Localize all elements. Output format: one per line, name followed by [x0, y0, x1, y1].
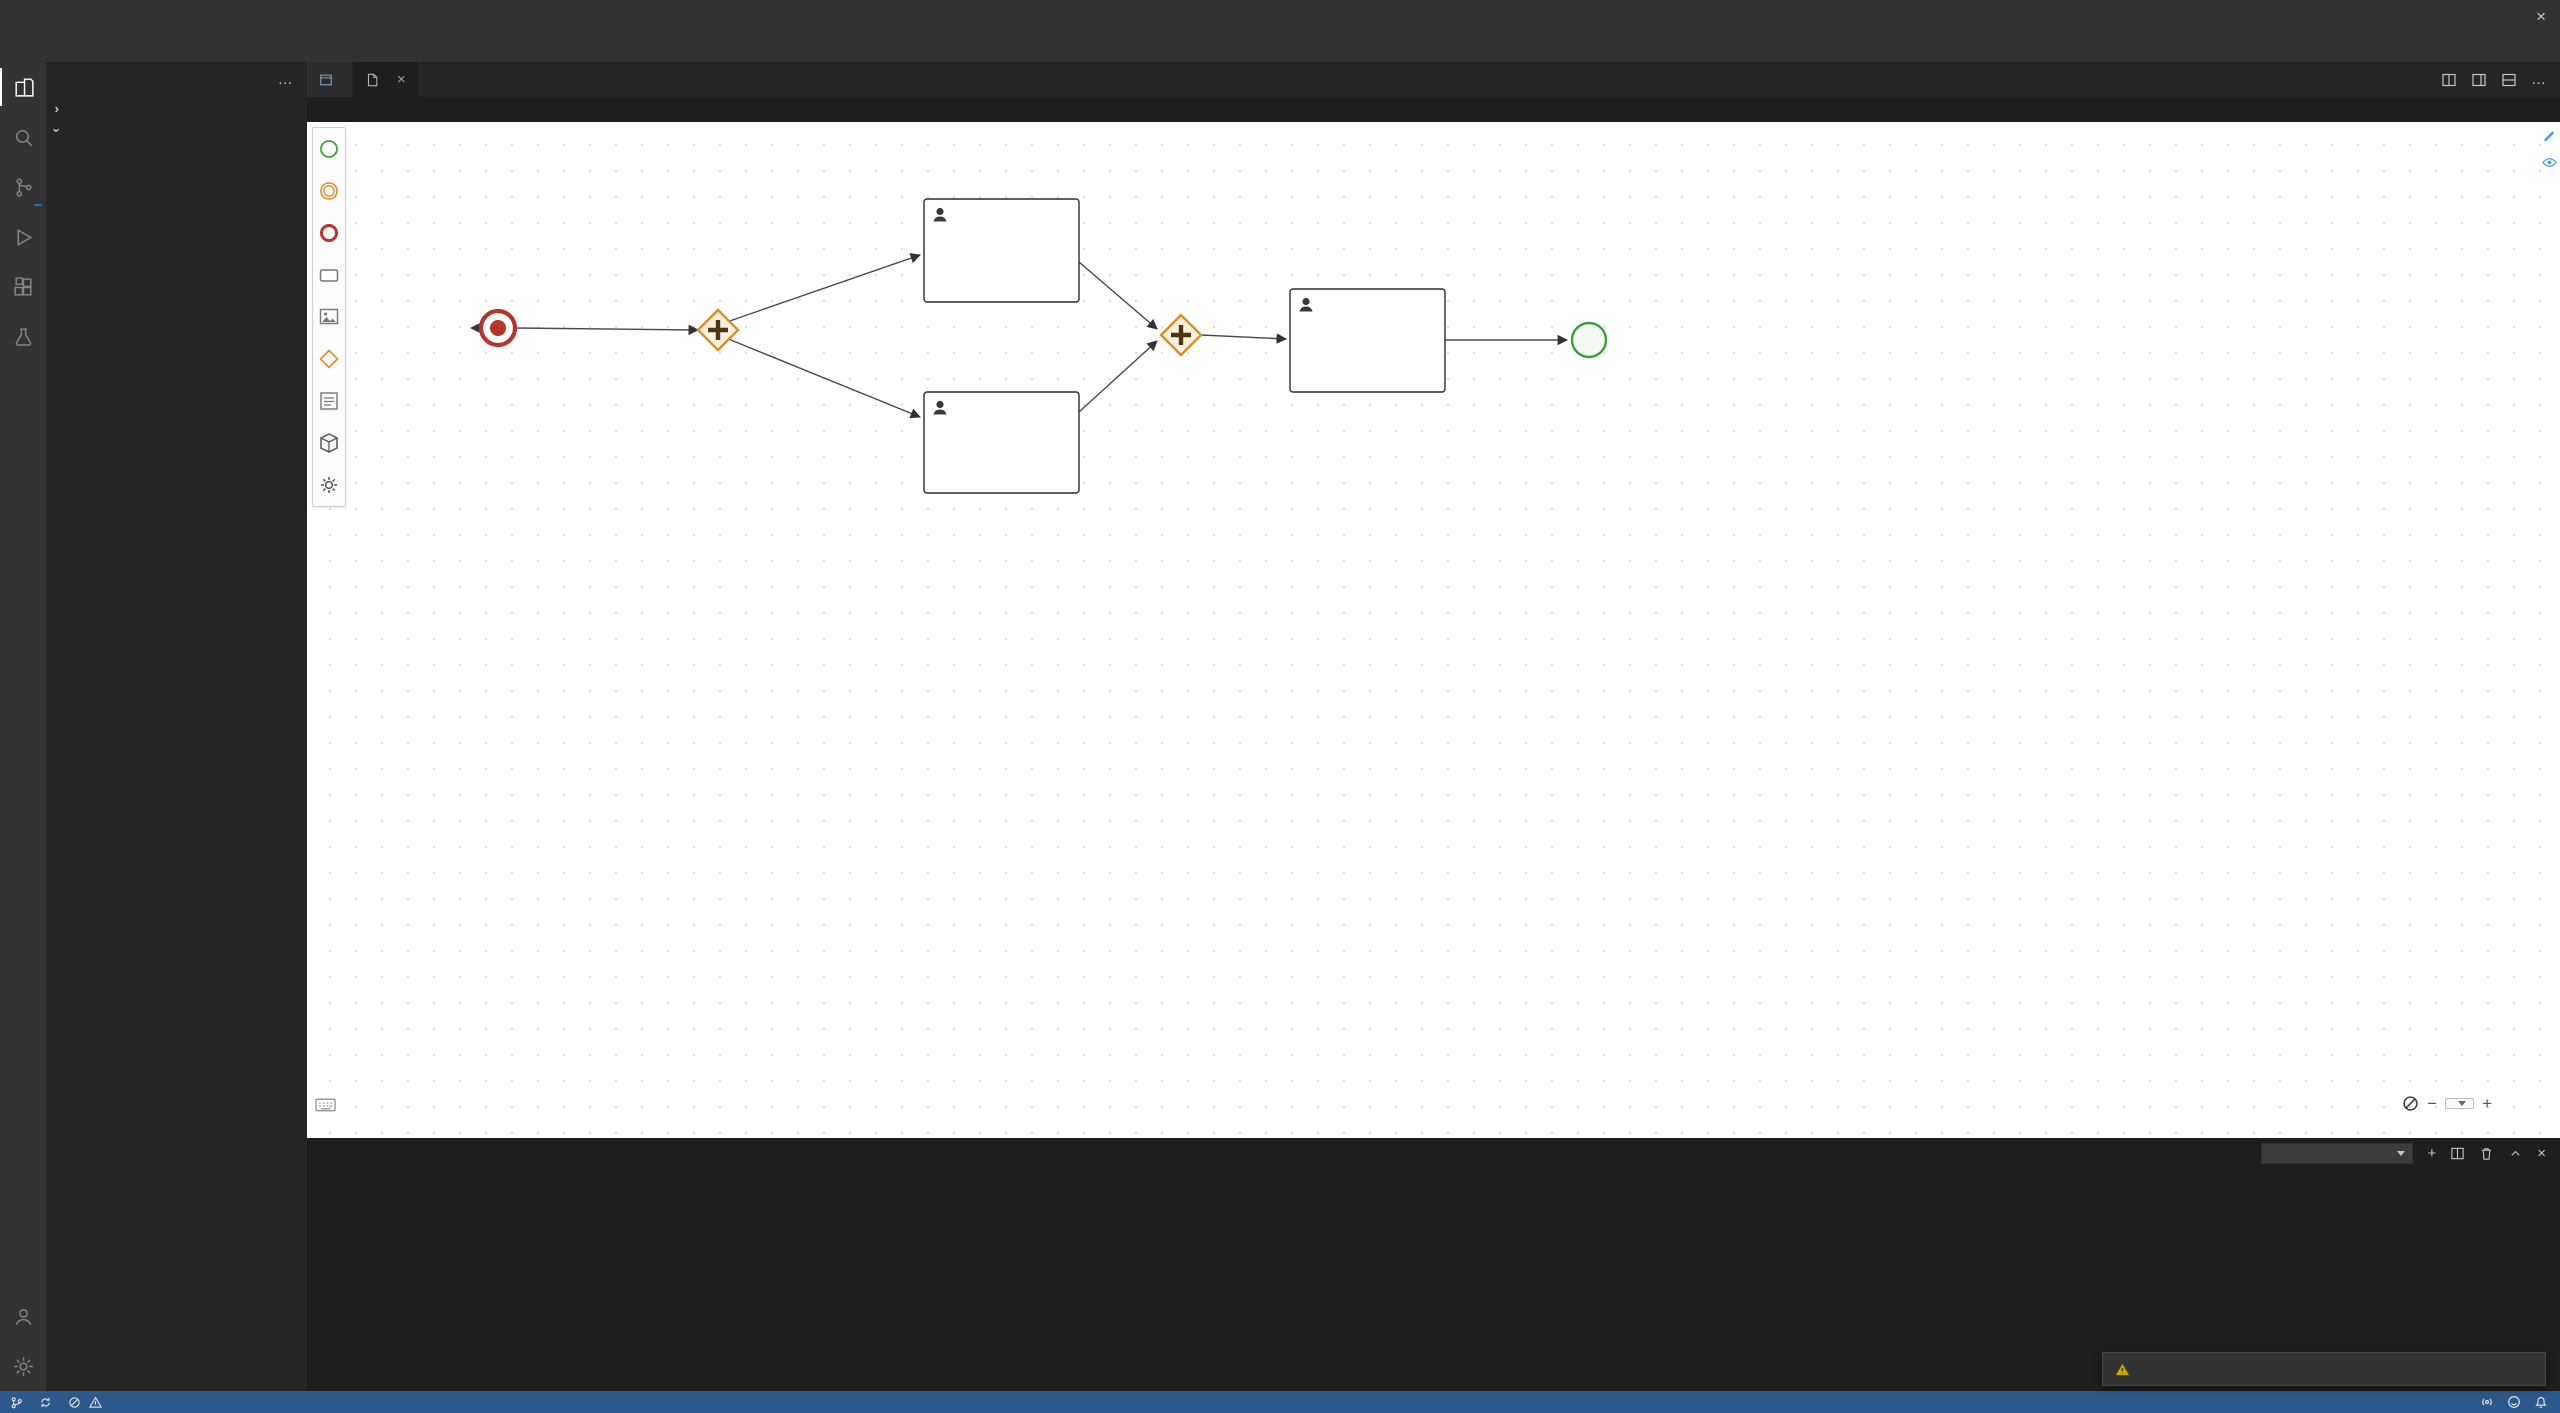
- flow-gateway1-to-pm[interactable]: [720, 335, 921, 419]
- start-event[interactable]: [478, 308, 518, 348]
- caret-down-icon: [2397, 1151, 2406, 1156]
- zoom-controls: − +: [2402, 1095, 2492, 1112]
- sync-icon: [41, 1397, 50, 1407]
- task-self-evaluation[interactable]: [1289, 288, 1446, 393]
- more-actions-icon[interactable]: …: [2531, 71, 2546, 88]
- accounts-icon[interactable]: [0, 1291, 46, 1341]
- image-tool[interactable]: [313, 296, 345, 338]
- gear-tool[interactable]: [313, 464, 345, 506]
- canvas-edge-actions: [2542, 128, 2557, 170]
- broadcast-icon[interactable]: [2480, 1395, 2494, 1409]
- intermediate-event-tool[interactable]: [313, 170, 345, 212]
- gateway-tool[interactable]: [313, 338, 345, 380]
- problems-status[interactable]: [68, 1396, 106, 1409]
- keyboard-icon[interactable]: [315, 1097, 336, 1118]
- search-icon[interactable]: [0, 112, 46, 162]
- error-circle-icon: [69, 1396, 80, 1408]
- user-task-icon: [933, 400, 947, 415]
- edit-pencil-icon[interactable]: [2542, 128, 2557, 143]
- status-bar-right: [2480, 1395, 2548, 1409]
- tab-close-icon[interactable]: ×: [397, 71, 406, 88]
- chevron-down-icon: ›: [49, 127, 65, 133]
- feedback-smiley-icon[interactable]: [2507, 1395, 2521, 1409]
- bpmn-canvas[interactable]: − +: [307, 122, 2560, 1138]
- arrowhead-at-start: [470, 323, 480, 333]
- window-close-icon[interactable]: ×: [2536, 7, 2546, 26]
- editor-group: × …: [307, 62, 2560, 1391]
- flow-hr-to-gateway2[interactable]: [1078, 261, 1158, 330]
- tab-evaluation-bpmn[interactable]: ×: [353, 62, 419, 97]
- scm-changes-badge: [34, 204, 42, 206]
- maximize-panel-icon[interactable]: [2508, 1146, 2523, 1161]
- git-sync-status[interactable]: [39, 1396, 56, 1409]
- editor-actions: …: [2441, 62, 2560, 97]
- end-event[interactable]: [1570, 321, 1608, 359]
- task-tool[interactable]: [313, 254, 345, 296]
- zoom-in-button[interactable]: +: [2482, 1094, 2492, 1113]
- workspace-header[interactable]: ›: [46, 119, 307, 141]
- open-editors-header[interactable]: ›: [46, 97, 307, 119]
- editor-tab-bar: × …: [307, 62, 2560, 97]
- menu-bar: [0, 34, 2560, 62]
- zoom-reset-icon[interactable]: [2402, 1095, 2419, 1112]
- tab-java-overview[interactable]: [307, 62, 353, 97]
- package-tool[interactable]: [313, 422, 345, 464]
- settings-gear-icon[interactable]: [0, 1341, 46, 1391]
- flow-pm-to-gateway2[interactable]: [1078, 340, 1158, 413]
- extensions-icon[interactable]: [0, 262, 46, 312]
- flow-gateway2-to-self[interactable]: [1200, 333, 1288, 344]
- start-event-tool[interactable]: [313, 128, 345, 170]
- open-changes-icon[interactable]: [2441, 72, 2457, 88]
- git-branch-icon: [11, 1396, 22, 1408]
- zoom-out-button[interactable]: −: [2427, 1094, 2438, 1113]
- testing-flask-icon[interactable]: [0, 312, 46, 362]
- breadcrumb: [307, 97, 2560, 122]
- panel-actions: + ×: [2261, 1143, 2546, 1164]
- status-bar: [0, 1391, 2560, 1413]
- new-terminal-icon[interactable]: +: [2427, 1145, 2437, 1162]
- eye-icon[interactable]: [2542, 155, 2557, 170]
- split-terminal-icon[interactable]: [2450, 1146, 2465, 1161]
- flow-gateway1-to-hr[interactable]: [720, 253, 921, 325]
- sequence-flows[interactable]: [515, 253, 1569, 419]
- bpmn-palette: [312, 127, 346, 507]
- user-task-icon: [1299, 297, 1313, 312]
- task-hr-evaluation[interactable]: [923, 198, 1080, 303]
- warning-icon: [2115, 1363, 2130, 1375]
- file-icon: [367, 73, 378, 86]
- explorer-icon[interactable]: [0, 62, 46, 112]
- warning-triangle-icon: [89, 1396, 102, 1408]
- layout-icon[interactable]: [2501, 72, 2517, 88]
- source-control-icon[interactable]: [0, 162, 46, 212]
- user-task-icon: [933, 207, 947, 222]
- parallel-gateway-join[interactable]: [1159, 313, 1203, 357]
- sidebar-title: …: [46, 62, 307, 97]
- explorer-more-actions-icon[interactable]: …: [277, 71, 293, 88]
- parallel-gateway-split[interactable]: [696, 308, 740, 352]
- close-panel-icon[interactable]: ×: [2537, 1145, 2546, 1162]
- git-branch-status[interactable]: [10, 1396, 27, 1409]
- explorer-sidebar: … › ›: [46, 62, 307, 1391]
- zoom-level-select[interactable]: [2445, 1098, 2475, 1109]
- notification-toast[interactable]: [2102, 1352, 2546, 1386]
- kill-terminal-trash-icon[interactable]: [2479, 1146, 2494, 1161]
- run-debug-icon[interactable]: [0, 212, 46, 262]
- chevron-right-icon: ›: [54, 100, 60, 116]
- bell-icon[interactable]: [2534, 1395, 2548, 1409]
- end-event-tool[interactable]: [313, 212, 345, 254]
- activity-bar: [0, 62, 46, 1391]
- split-editor-icon[interactable]: [2471, 72, 2487, 88]
- form-tool[interactable]: [313, 380, 345, 422]
- bottom-panel: + ×: [307, 1138, 2560, 1391]
- title-bar: ×: [0, 0, 2560, 34]
- bpmn-diagram: [470, 198, 1608, 494]
- flow-start-to-gateway1[interactable]: [515, 324, 700, 336]
- panel-tabs: [307, 1138, 2560, 1168]
- caret-down-icon: [2458, 1101, 2467, 1106]
- preview-icon: [320, 74, 332, 85]
- terminal-select[interactable]: [2261, 1143, 2414, 1164]
- task-pm-evaluation[interactable]: [923, 391, 1080, 494]
